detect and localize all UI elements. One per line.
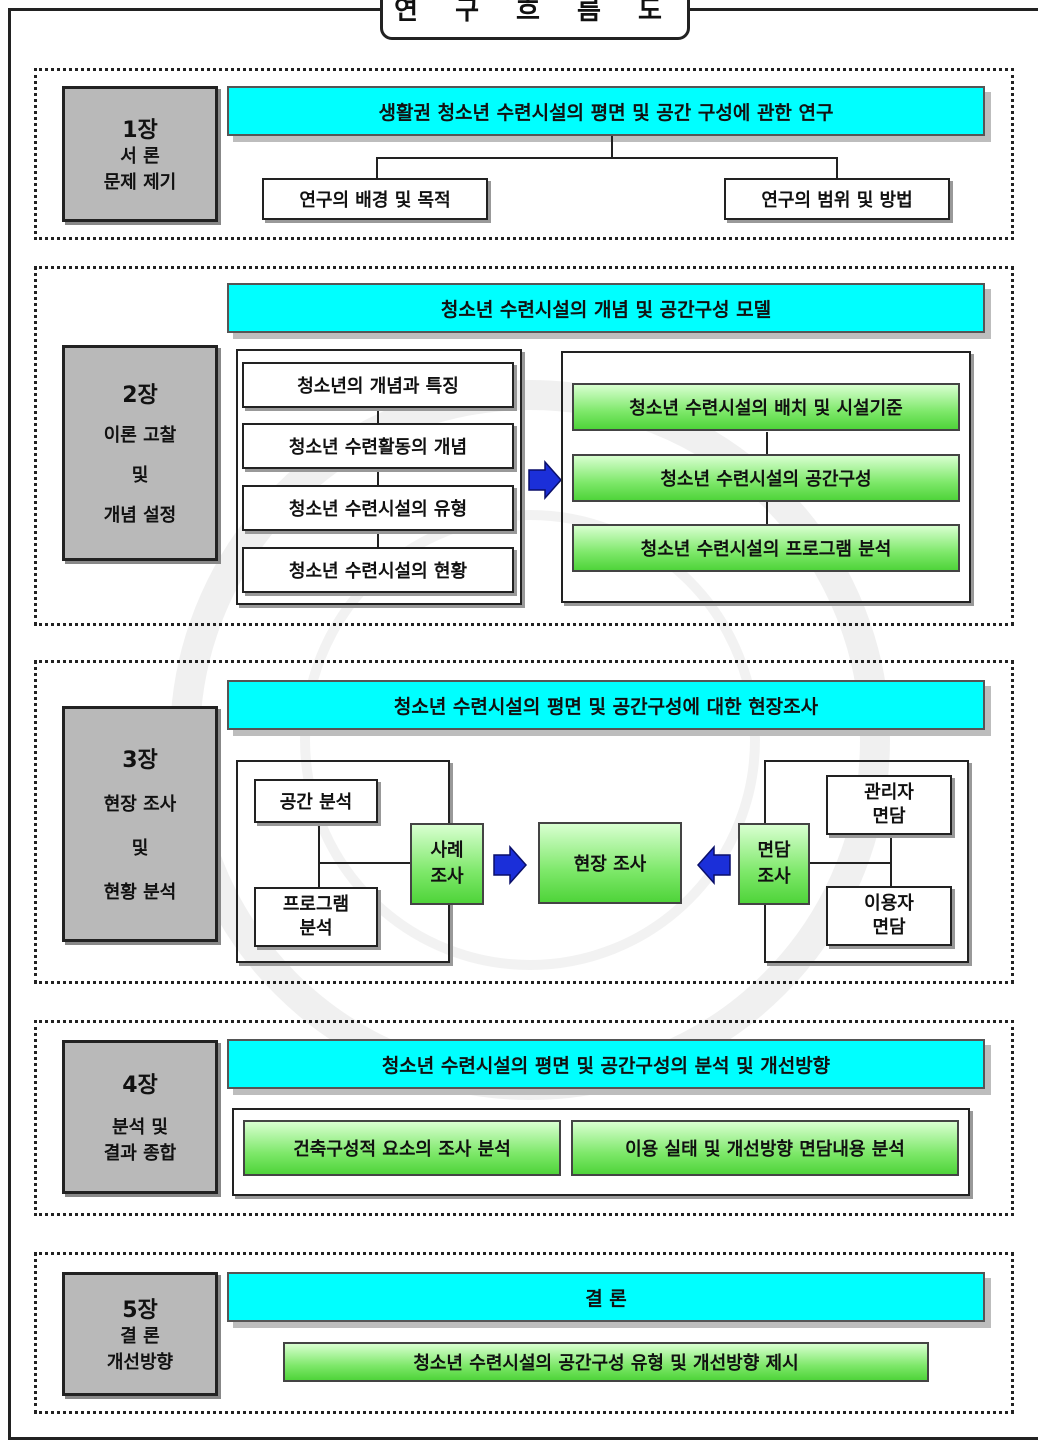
chapter2-label: 2장 이론 고찰 및 개념 설정 xyxy=(62,345,218,561)
space-analysis-box: 공간 분석 xyxy=(254,779,378,823)
right-arrow-icon xyxy=(528,460,563,500)
chapter1-line2: 문제 제기 xyxy=(103,172,177,193)
chapter5-label: 5장 결 론 개선방향 xyxy=(62,1272,218,1396)
chapter3-label: 3장 현장 조사 및 현황 분석 xyxy=(62,706,218,942)
youth-concept-item: 청소년 수련시설의 유형 xyxy=(242,485,514,531)
diagram-title: 연 구 흐 름 도 xyxy=(380,0,690,40)
chapter5-line2: 개선방향 xyxy=(106,1352,174,1373)
chapter2-number: 2장 xyxy=(122,383,158,408)
research-scope-box: 연구의 범위 및 방법 xyxy=(724,178,950,220)
facility-model-frame xyxy=(561,351,971,603)
youth-concept-item: 청소년 수련활동의 개념 xyxy=(242,423,514,469)
manager-interview-box: 관리자 면담 xyxy=(826,775,952,835)
interview-survey-box: 면담 조사 xyxy=(738,823,810,905)
chapter2-line1: 이론 고찰 xyxy=(103,425,177,446)
chapter3-header: 청소년 수련시설의 평면 및 공간구성에 대한 현장조사 xyxy=(227,680,985,730)
interview-analysis-box: 이용 실태 및 개선방향 면담내용 분석 xyxy=(571,1120,959,1176)
chapter5-header: 결 론 xyxy=(227,1272,985,1322)
chapter5-section xyxy=(34,1252,1014,1414)
connector xyxy=(376,157,838,159)
field-survey-box: 현장 조사 xyxy=(538,822,682,904)
connector xyxy=(318,824,320,888)
connector xyxy=(836,157,838,179)
chapter3-number: 3장 xyxy=(122,748,158,773)
university-seal-inner-ring xyxy=(300,510,760,970)
chapter3-line2: 및 xyxy=(131,838,149,859)
case-study-box: 사례 조사 xyxy=(410,823,484,905)
chapter4-section xyxy=(34,1020,1014,1216)
connector xyxy=(376,157,378,179)
youth-concept-item: 청소년의 개념과 특징 xyxy=(242,362,514,408)
right-arrow-icon xyxy=(493,845,528,885)
connector xyxy=(318,862,410,864)
chapter1-line1: 서 론 xyxy=(120,146,160,167)
improvement-result-box: 청소년 수련시설의 공간구성 유형 및 개선방향 제시 xyxy=(283,1342,929,1382)
chapter2-section xyxy=(34,266,1014,626)
user-interview-box: 이용자 면담 xyxy=(826,886,952,946)
youth-concept-item: 청소년 수련시설의 현황 xyxy=(242,547,514,593)
chapter2-header: 청소년 수련시설의 개념 및 공간구성 모델 xyxy=(227,283,985,333)
facility-model-item: 청소년 수련시설의 배치 및 시설기준 xyxy=(572,383,960,431)
chapter4-line2: 결과 종합 xyxy=(103,1143,177,1164)
chapter3-section xyxy=(34,660,1014,984)
chapter4-label: 4장 분석 및 결과 종합 xyxy=(62,1040,218,1194)
chapter1-label: 1장 서 론 문제 제기 xyxy=(62,86,218,222)
chapter2-line2: 및 xyxy=(131,465,149,486)
program-analysis-box: 프로그램 분석 xyxy=(254,887,378,947)
connector xyxy=(611,136,613,158)
chapter5-line1: 결 론 xyxy=(120,1326,160,1347)
facility-model-item: 청소년 수련시설의 공간구성 xyxy=(572,454,960,502)
connector xyxy=(810,862,892,864)
facility-model-item: 청소년 수련시설의 프로그램 분석 xyxy=(572,524,960,572)
analysis-frame xyxy=(232,1108,970,1196)
chapter5-number: 5장 xyxy=(122,1298,158,1323)
chapter4-number: 4장 xyxy=(122,1073,158,1098)
research-background-box: 연구의 배경 및 목적 xyxy=(262,178,488,220)
chapter3-line1: 현장 조사 xyxy=(103,794,177,815)
chapter2-line3: 개념 설정 xyxy=(103,505,177,526)
left-arrow-icon xyxy=(696,845,731,885)
architectural-analysis-box: 건축구성적 요소의 조사 분석 xyxy=(243,1120,561,1176)
chapter1-number: 1장 xyxy=(122,118,158,143)
chapter1-section xyxy=(34,68,1014,240)
youth-concept-frame xyxy=(236,349,522,605)
chapter4-line1: 분석 및 xyxy=(112,1117,168,1138)
chapter1-header: 생활권 청소년 수련시설의 평면 및 공간 구성에 관한 연구 xyxy=(227,86,985,136)
chapter4-header: 청소년 수련시설의 평면 및 공간구성의 분석 및 개선방향 xyxy=(227,1039,985,1089)
chapter3-line3: 현황 분석 xyxy=(103,882,177,903)
